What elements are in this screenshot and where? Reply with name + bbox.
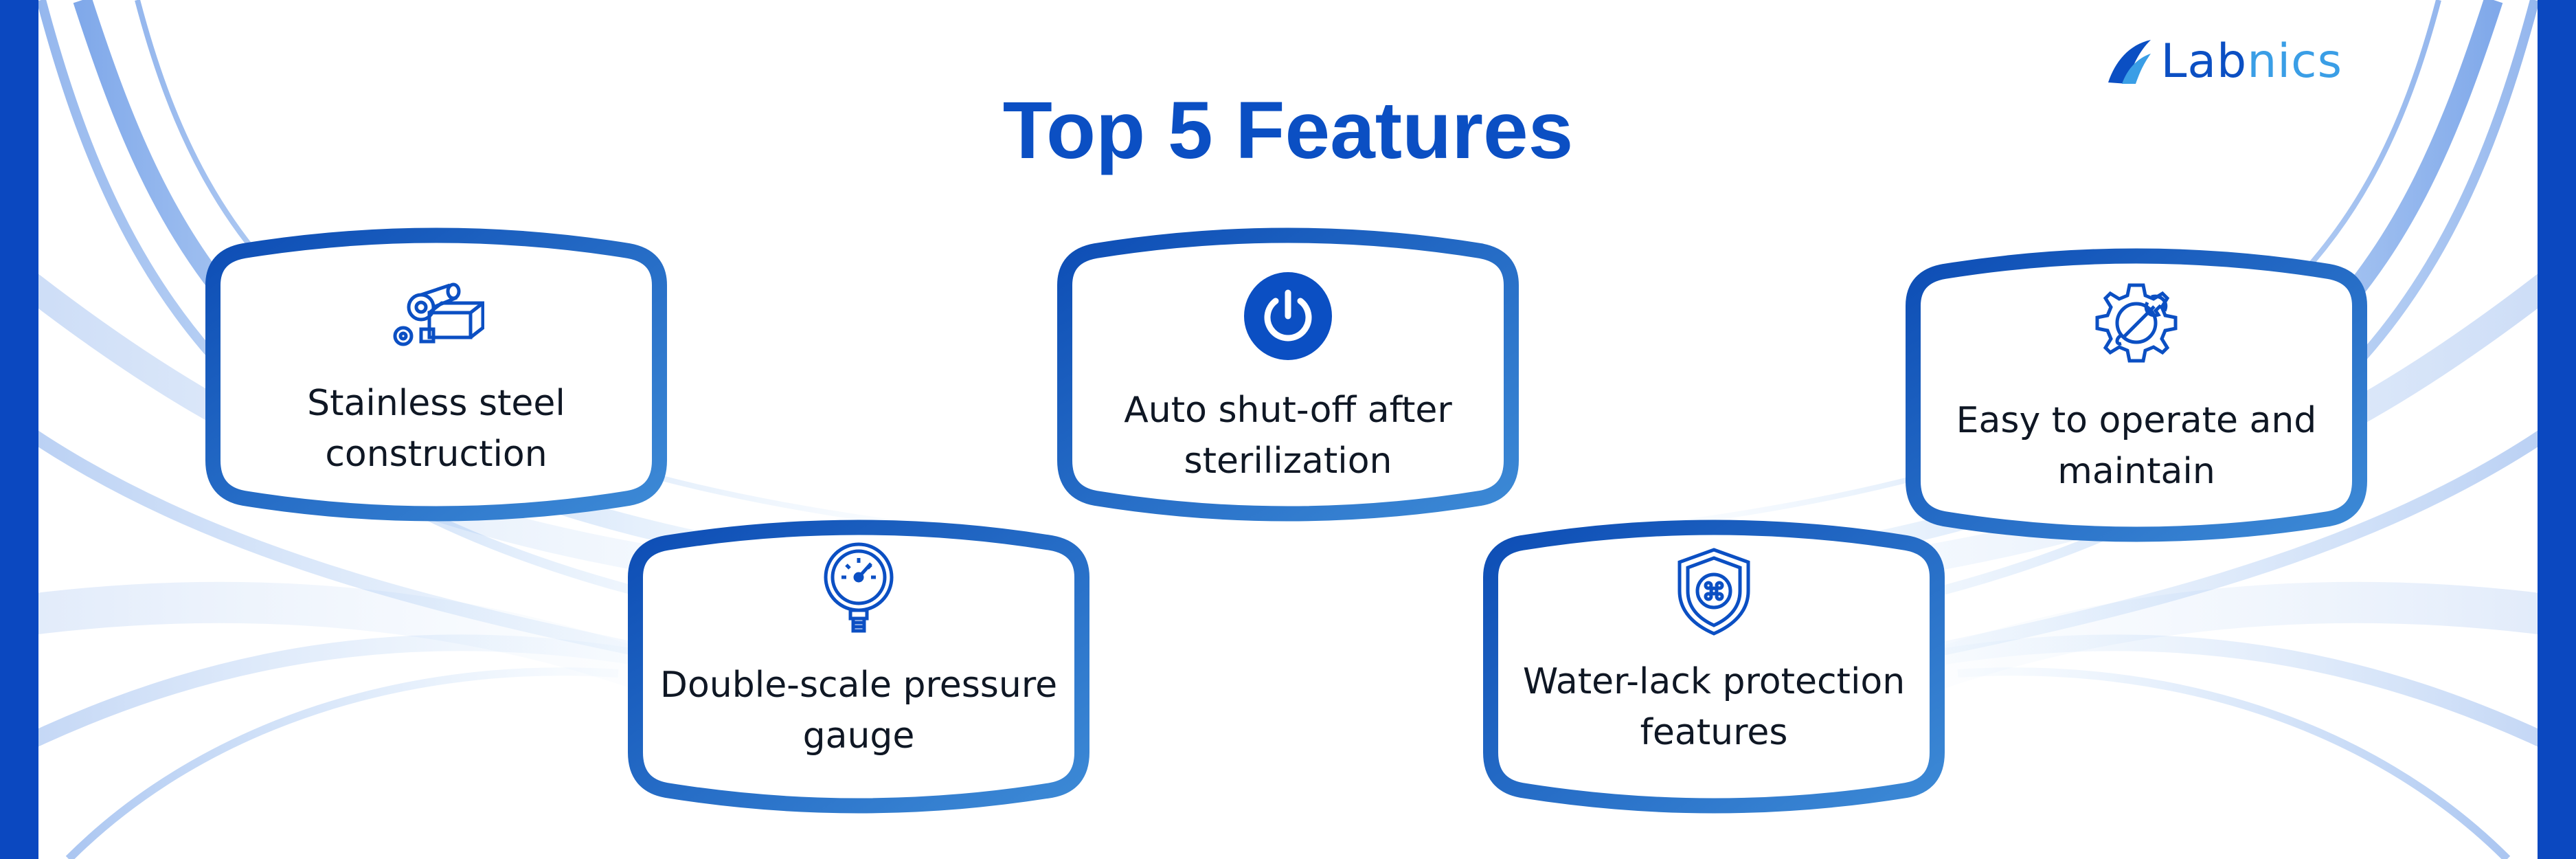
brand-logo: Labnics (2101, 29, 2342, 94)
feature-card-gauge: Double-scale pressure gauge (625, 515, 1092, 818)
feature-label: Double-scale pressure gauge (659, 665, 1058, 757)
pressure-gauge-icon (824, 542, 894, 633)
feature-label: Water-lack protection features (1522, 661, 1906, 753)
feature-card-shutoff: Auto shut-off after sterilization (1054, 223, 1522, 526)
power-icon (1244, 272, 1332, 360)
left-edge-bar (0, 0, 38, 859)
feature-label: Stainless steel construction (307, 383, 565, 475)
labnics-swoosh-icon (2108, 39, 2151, 84)
feature-label: Easy to operate and maintain (1956, 400, 2317, 492)
feature-card-easy: Easy to operate and maintain (1903, 244, 2370, 546)
brand-name: Labnics (2160, 34, 2342, 89)
steel-pipes-icon (393, 282, 484, 346)
feature-label: Auto shut-off after sterilization (1124, 390, 1452, 482)
page-title: Top 5 Features (1002, 85, 1574, 176)
feature-card-stainless: Stainless steel construction (203, 223, 670, 526)
feature-card-waterlack: Water-lack protection features (1480, 515, 1947, 818)
right-edge-bar (2538, 0, 2576, 859)
shield-icon (1677, 548, 1750, 636)
gear-wrench-icon (2095, 283, 2178, 363)
